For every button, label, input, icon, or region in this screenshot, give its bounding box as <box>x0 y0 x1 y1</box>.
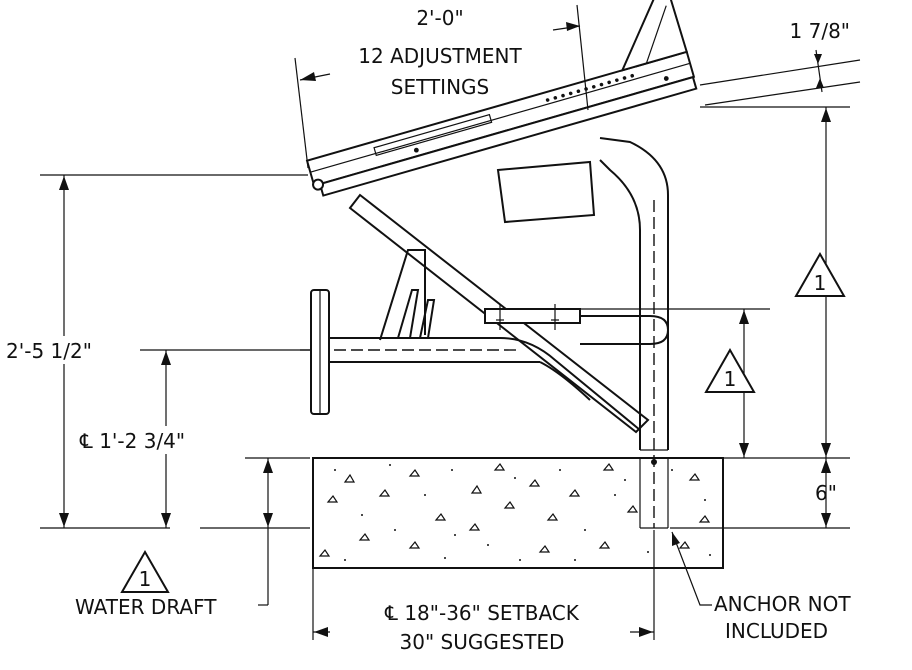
top-plate <box>305 0 698 197</box>
adjustment-line2: SETTINGS <box>391 75 489 99</box>
dim-centerline-height: ℄ 1'-2 3/4" <box>78 349 300 528</box>
anchor-line2: INCLUDED <box>725 619 828 643</box>
dim-right-mid: 1 <box>580 308 770 458</box>
dim-depth-label: 6" <box>815 481 837 505</box>
adjustment-line1: 12 ADJUSTMENT <box>358 44 522 68</box>
dim-right-tall: 1 <box>670 106 850 459</box>
setback-line1: ℄ 18"-36" SETBACK <box>384 601 580 625</box>
dim-width-label: 2'-0" <box>416 6 463 30</box>
dim-thickness-label: 1 7/8" <box>790 19 850 43</box>
dim-concrete-depth: 6" <box>670 458 850 529</box>
concrete-block <box>312 457 724 569</box>
water-draft-dimension: 1 WATER DRAFT <box>75 457 310 619</box>
water-draft-label: WATER DRAFT <box>75 595 217 619</box>
support-post <box>599 137 669 529</box>
callout-right-mid: 1 <box>724 367 737 391</box>
arm-bracket <box>484 304 670 345</box>
rear-support <box>379 160 596 341</box>
dim-width-top: 2'-0" 12 ADJUSTMENT SETTINGS <box>294 4 589 169</box>
diagonal-brace <box>348 193 650 434</box>
dim-overall-height: 2'-5 1/2" <box>6 174 310 529</box>
anchor-line1: ANCHOR NOT <box>714 592 851 616</box>
dim-overall-label: 2'-5 1/2" <box>6 339 92 363</box>
setback-line2: 30" SUGGESTED <box>400 630 565 654</box>
concrete-aggregate <box>318 462 711 557</box>
dim-centerline-label: ℄ 1'-2 3/4" <box>79 429 185 453</box>
callout-right-tall: 1 <box>814 271 827 295</box>
callout-bottom-left: 1 <box>139 567 152 591</box>
concrete-speckle <box>334 464 711 561</box>
lower-arm <box>300 289 641 431</box>
dim-setback: ℄ 18"-36" SETBACK 30" SUGGESTED <box>312 530 655 654</box>
anchor-note: ANCHOR NOT INCLUDED <box>671 531 851 643</box>
dim-thickness: 1 7/8" <box>699 19 861 106</box>
